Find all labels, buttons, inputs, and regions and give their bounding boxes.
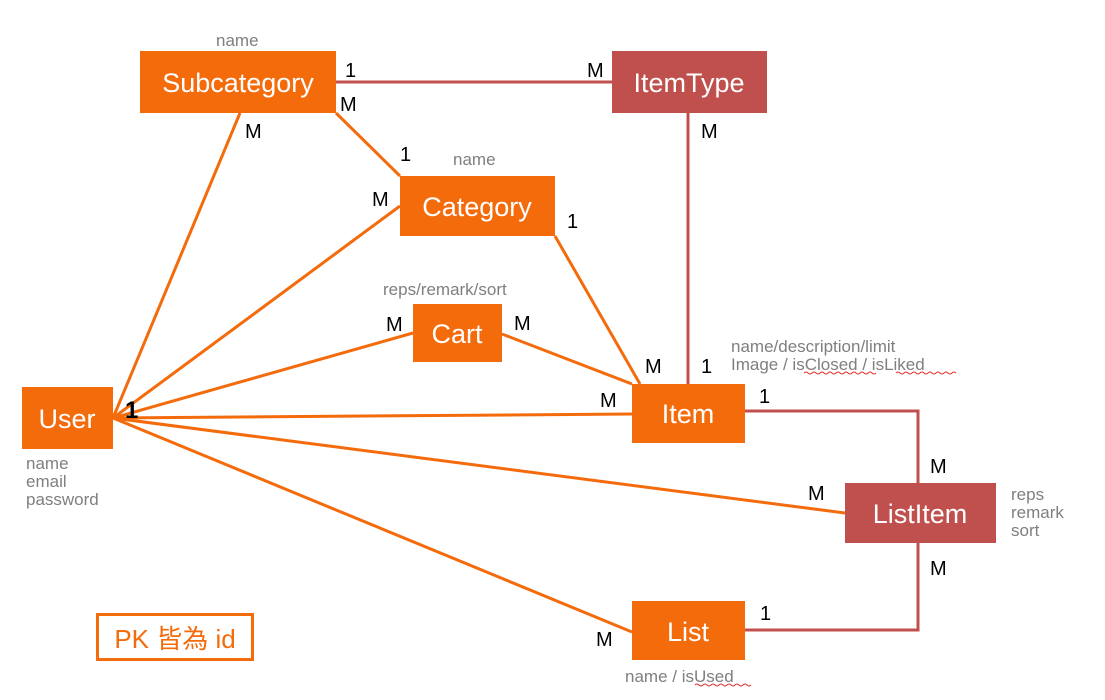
pk-note: PK 皆為 id <box>96 613 254 661</box>
card-subcat-category-bottom: 1 <box>400 144 411 166</box>
attr-user-name: name <box>26 454 69 473</box>
line-listitem-list <box>745 543 920 632</box>
attr-item-image: Image / <box>731 355 792 374</box>
line-item-listitem <box>745 409 920 483</box>
entity-list-label: List <box>667 617 710 647</box>
attr-listitem-remark: remark <box>1011 503 1064 522</box>
entity-itemtype-label: ItemType <box>633 68 744 98</box>
entity-list: List <box>632 601 745 660</box>
attr-subcategory: name <box>216 31 259 50</box>
attr-item-separator: / <box>858 355 872 374</box>
line-user-list <box>112 416 633 634</box>
attr-category: name <box>453 150 496 169</box>
card-listitem-from-item: M <box>930 456 947 478</box>
entity-listitem: ListItem <box>845 483 996 543</box>
entity-item-label: Item <box>662 399 715 429</box>
card-category-item: 1 <box>567 211 578 233</box>
entity-cart: Cart <box>413 304 502 362</box>
card-listitem-user: M <box>808 483 825 505</box>
entity-subcategory-label: Subcategory <box>162 68 314 98</box>
spellcheck-squiggle <box>694 683 752 687</box>
entity-category: Category <box>400 176 555 236</box>
attr-item-isliked: isLiked <box>872 355 925 374</box>
card-subcat-itemtype-right: M <box>587 60 604 82</box>
card-user-one: 1 <box>125 397 138 424</box>
relationship-lines <box>111 80 920 634</box>
entity-cart-label: Cart <box>431 319 483 349</box>
attr-list-isused: isUsed <box>682 667 734 686</box>
entity-subcategory: Subcategory <box>140 51 336 113</box>
entity-itemtype: ItemType <box>612 51 767 113</box>
attr-item-isclosed: isClosed <box>792 355 857 374</box>
card-subcat-category-top: M <box>340 94 357 116</box>
attr-list-name: name / <box>625 667 682 686</box>
entity-user: User <box>22 387 113 449</box>
card-itemtype-item-bottom: 1 <box>701 356 712 378</box>
card-listitem-list: M <box>930 558 947 580</box>
card-category-user: M <box>372 189 389 211</box>
card-item-from-category: M <box>645 356 662 378</box>
attributes: name name reps/remark/sort name/descript… <box>26 31 1064 687</box>
card-list-user: M <box>596 629 613 651</box>
line-subcategory-category <box>334 111 402 178</box>
attr-item-line2: Image / isClosed / isLiked <box>731 355 925 374</box>
attr-listitem-reps: reps <box>1011 485 1044 504</box>
attr-cart: reps/remark/sort <box>383 280 507 299</box>
card-cart-item: M <box>514 313 531 335</box>
line-user-subcategory <box>111 112 242 419</box>
entity-user-label: User <box>38 404 95 434</box>
line-category-item <box>553 235 642 385</box>
line-user-listitem <box>112 416 846 515</box>
card-itemtype-item-top: M <box>701 121 718 143</box>
attr-user-email: email <box>26 472 67 491</box>
card-item-listitem: 1 <box>759 386 770 408</box>
attr-list: name / isUsed <box>625 667 734 686</box>
card-subcat-user: M <box>245 121 262 143</box>
card-cart-user: M <box>386 314 403 336</box>
line-user-item <box>112 412 633 420</box>
card-subcat-itemtype-left: 1 <box>345 60 356 82</box>
cardinalities: 1 M M 1 M M 1 M 1 M M M 1 M 1 M M M M 1 <box>125 60 947 651</box>
spellcheck-squiggle <box>895 371 957 375</box>
line-user-category <box>112 204 401 420</box>
attr-listitem-sort: sort <box>1011 521 1040 540</box>
line-user-cart <box>112 331 414 420</box>
attr-item-line1: name/description/limit <box>731 337 896 356</box>
card-item-user: M <box>600 390 617 412</box>
entity-category-label: Category <box>422 192 532 222</box>
card-list-listitem: 1 <box>760 603 771 625</box>
spellcheck-squiggle <box>803 371 877 375</box>
attr-user-password: password <box>26 490 99 509</box>
entity-listitem-label: ListItem <box>873 499 968 529</box>
entity-item: Item <box>632 384 745 443</box>
line-cart-item <box>501 332 633 386</box>
